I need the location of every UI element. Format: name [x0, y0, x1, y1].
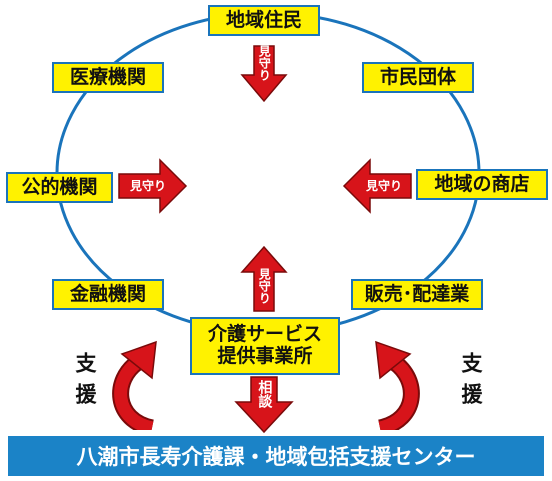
node-local-residents: 地域住民 — [208, 5, 320, 36]
arrow-up-shape — [240, 246, 288, 312]
node-citizen-groups: 市民団体 — [362, 62, 474, 93]
arrow-watch-right: 見守り — [118, 158, 188, 214]
center-line-1: 介護サービス — [207, 323, 322, 346]
arrow-label: 見守り — [257, 45, 272, 81]
node-care-service-provider: 介護サービス 提供事業所 — [190, 317, 340, 375]
arrow-watch-up: 見守り — [240, 246, 288, 312]
node-public-institutions: 公的機関 — [6, 172, 113, 203]
node-medical-institutions: 医療機関 — [52, 62, 164, 93]
arrow-label: 見守り — [257, 268, 272, 304]
arrow-left-shape — [342, 158, 412, 214]
arrow-consult-down: 相談 — [234, 376, 294, 434]
arrow-watch-down: 見守り — [240, 45, 288, 103]
arrow-label: 見守り — [129, 178, 166, 193]
node-sales-delivery: 販売･配達業 — [351, 279, 483, 310]
node-financial-institutions: 金融機関 — [52, 279, 164, 310]
arrow-label: 相談 — [256, 380, 273, 408]
arrow-down-shape — [240, 45, 288, 103]
support-curve-arrow-right — [375, 340, 420, 430]
support-label-left: 支援 — [73, 352, 97, 414]
arrow-right-shape — [118, 158, 188, 214]
center-line-2: 提供事業所 — [217, 345, 313, 367]
support-label-right: 支援 — [459, 352, 483, 414]
organization-banner: 八潮市長寿介護課・地域包括支援センター — [8, 436, 544, 476]
support-curve-arrow-left — [112, 340, 157, 430]
arrow-watch-left: 見守り — [342, 158, 412, 214]
node-local-shops: 地域の商店 — [416, 169, 548, 200]
arrow-label: 見守り — [365, 178, 402, 193]
arrow-consult-shape — [234, 376, 294, 434]
